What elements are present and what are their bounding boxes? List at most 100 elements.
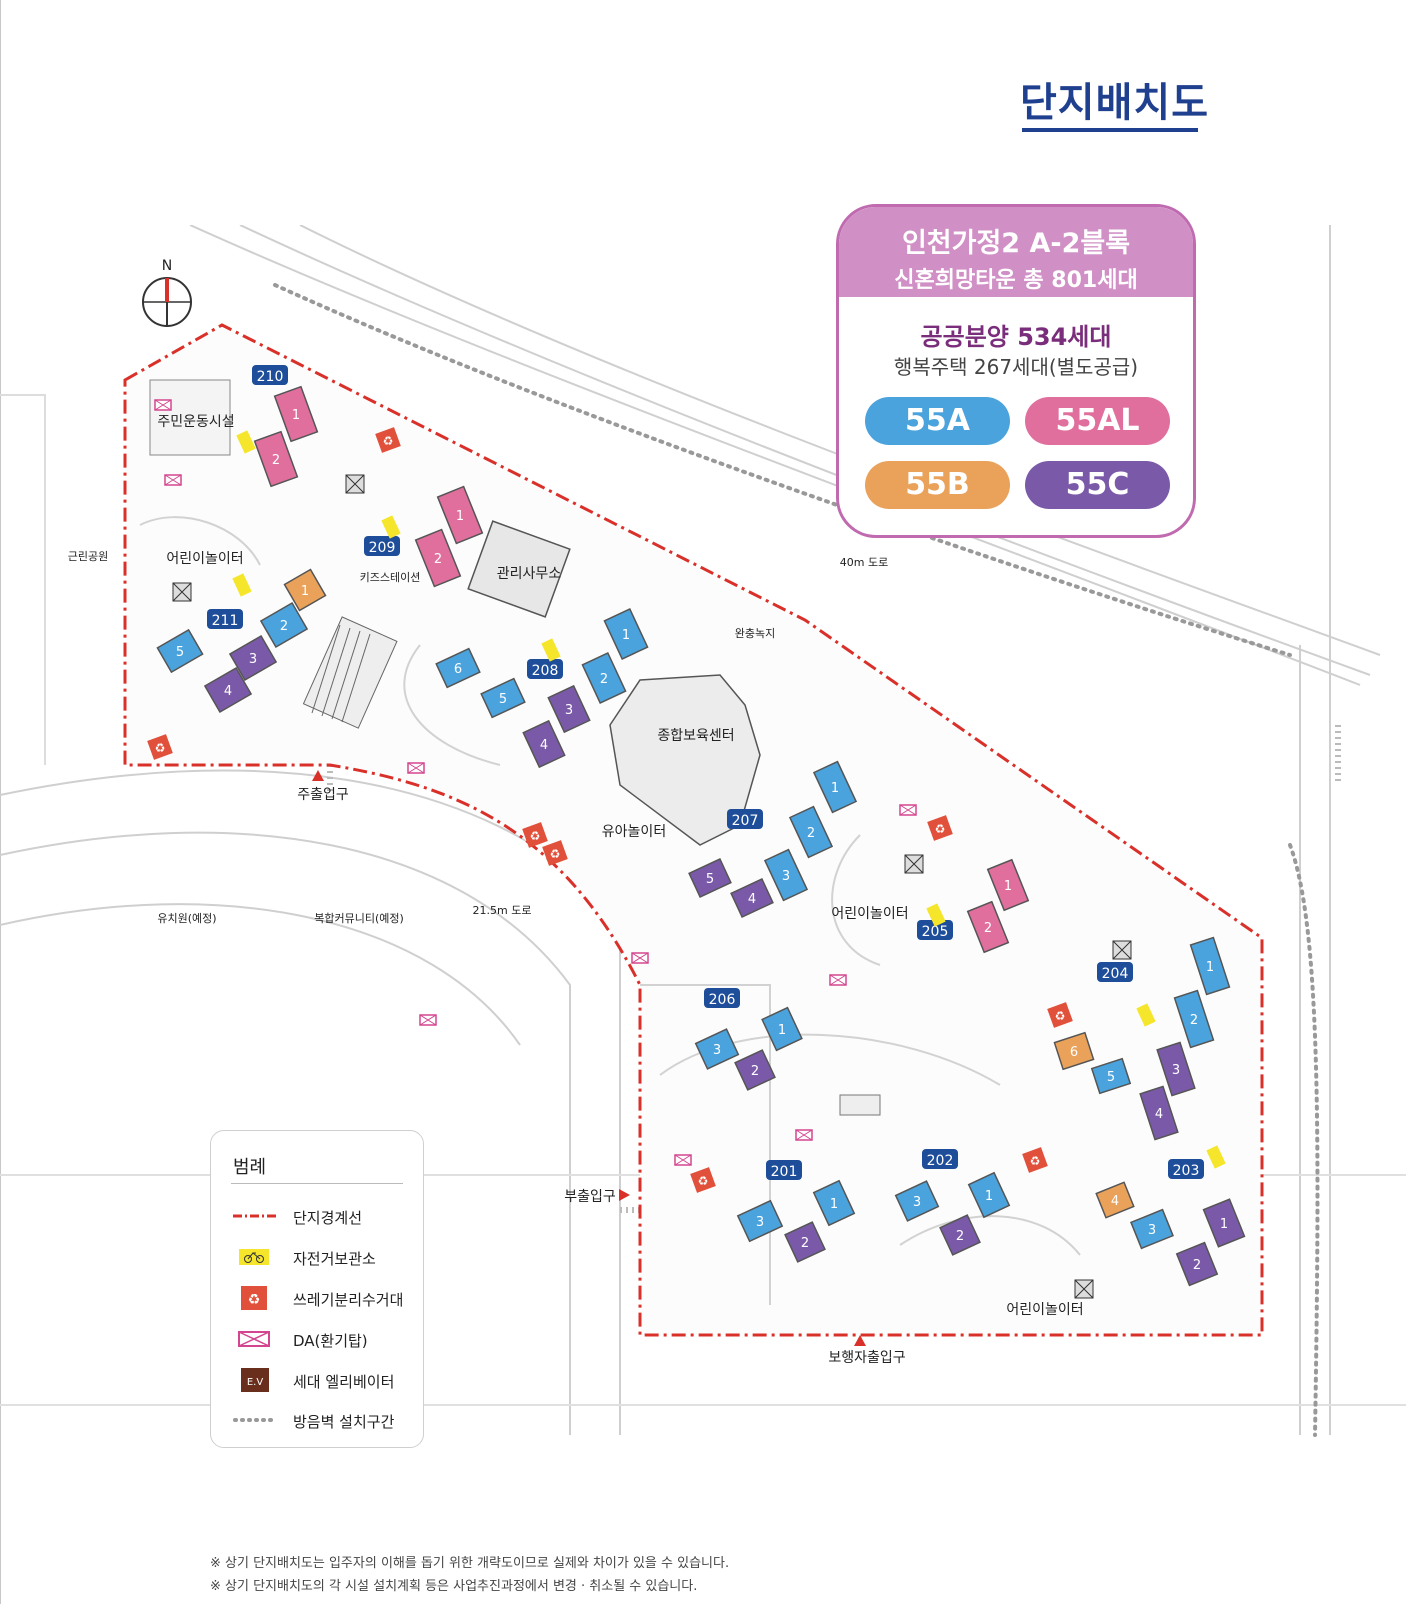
recycle-icon: ♻ [241,1286,267,1310]
title-underline [1022,128,1198,132]
badge-207: 207 [727,809,763,829]
noise-barrier-icon [233,1418,277,1422]
unit-block [522,719,566,769]
unit-number: 6 [1070,1045,1078,1060]
unit-number: 4 [1111,1194,1119,1209]
unit-block [203,666,253,714]
label-road-40m: 40m 도로 [840,556,888,569]
card-subtitle: 신혼희망타운 총 801세대 [894,268,1138,293]
legend-title: 범례 [233,1157,267,1178]
bicycle-icon [1206,1145,1226,1169]
ramp-hatch [311,624,371,723]
badge-number: 202 [927,1153,954,1169]
badge-number: 210 [257,369,284,385]
unit-block [480,677,526,719]
vent-tower-icon [407,762,425,774]
unit-number: 5 [176,645,184,660]
unit-number: 2 [1193,1258,1201,1273]
unit-block [812,760,858,814]
recycle-icon: ♻ [690,1167,716,1193]
unit-number: 2 [751,1064,759,1079]
sports-court [149,379,231,456]
unit-number: 4 [224,684,232,699]
building-209: 12 [414,485,484,588]
badge-number: 209 [369,540,396,556]
sub-gate-arrow [619,1189,630,1201]
unit-block [1156,1041,1196,1097]
unit-block [1175,1241,1219,1287]
unit-number: 6 [454,662,462,677]
management-office [467,520,571,618]
complex-info-card: 인천가정2 A-2블록 신혼희망타운 총 801세대 공공분양 534세대 행복… [836,204,1196,538]
badge-number: 204 [1102,966,1129,982]
noise-barrier-line-east [1288,843,1320,1437]
building-205: 12 [966,858,1030,954]
unit-block [967,1171,1011,1219]
unit-block [688,858,732,898]
unit-number: 2 [956,1229,964,1244]
facility-icons: ♻♻♻♻♻♻♻♻ [147,399,1226,1299]
svg-text:♻: ♻ [1055,1009,1066,1023]
label-playground-2: 어린이놀이터 [831,906,908,922]
unit-number: 1 [292,408,300,423]
badge-number: 206 [709,992,736,1008]
unit-block [1053,1031,1095,1071]
badge-210: 210 [252,365,288,385]
recycle-icon: ♻ [1047,1002,1073,1028]
unit-block [156,628,204,674]
badge-205: 205 [917,920,953,940]
unit-block [1139,1085,1179,1141]
unit-block [436,485,484,545]
bicycle-icon [236,430,256,454]
unit-block [812,1179,856,1227]
recycle-icon: ♻ [522,822,548,848]
label-community: 복합커뮤니티(예정) [314,912,404,925]
vent-shaft-icon [345,474,365,494]
badge-211: 211 [207,609,243,629]
unit-type-55b: 55B [865,461,1010,509]
unit-block [414,528,462,588]
unit-block [1130,1208,1174,1250]
label-pedestrian-gate: 보행자출입구 [828,1350,905,1366]
label-kids-station: 키즈스테이션 [360,571,421,584]
unit-number: 2 [801,1236,809,1251]
unit-block [761,1006,803,1052]
card-title: 인천가정2 A-2블록 [901,228,1131,259]
label-kindergarten: 유치원(예정) [157,912,216,925]
badge-number: 205 [922,924,949,940]
elevator-icon: E.V [241,1368,269,1392]
bicycle-icon [541,638,561,662]
unit-block [986,858,1030,912]
north-label: N [162,258,172,274]
unit-number: 2 [600,672,608,687]
label-playground-3: 어린이놀이터 [1006,1302,1083,1318]
label-buffer-green: 완충녹지 [735,627,775,640]
vent-shaft-icon [1074,1279,1094,1299]
north-arrow: N [142,258,192,327]
unit-number: 2 [434,552,442,567]
vent-tower-icon [795,1129,813,1141]
recycle-icon: ♻ [375,427,401,453]
label-sub-gate: 부출입구 [564,1189,616,1205]
unit-block [784,1221,826,1263]
unit-number: 1 [1206,960,1214,975]
main-gate-arrow [312,770,324,781]
label-infant-playground: 유아놀이터 [602,824,666,840]
unit-number: 2 [272,453,280,468]
label-main-gate: 주출입구 [297,787,349,803]
unit-number: 1 [985,1189,993,1204]
unit-block [228,634,278,682]
label-park: 근린공원 [68,550,108,563]
map-labels: 근린공원 40m 도로 완충녹지 21.5m 도로 유치원(예정) 복합커뮤니티… [68,414,1084,1366]
badge-201: 201 [766,1160,802,1180]
unit-number: 1 [622,628,630,643]
badge-208: 208 [527,659,563,679]
unit-block [1095,1181,1135,1219]
page-title: 단지배치도 [1020,80,1209,126]
svg-text:♻: ♻ [383,434,394,448]
unit-number: 3 [1148,1223,1156,1238]
bicycle-icon [1136,1003,1156,1027]
